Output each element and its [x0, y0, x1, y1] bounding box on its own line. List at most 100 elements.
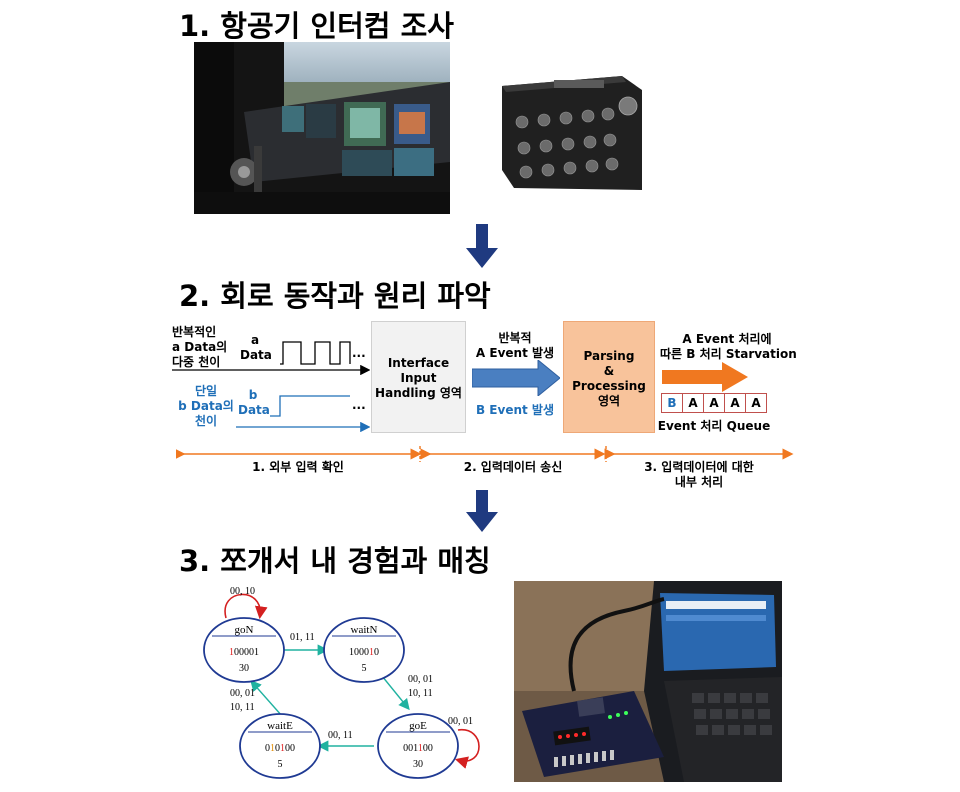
signal-b-label: b Data	[238, 388, 270, 418]
label-line: Data	[238, 403, 270, 417]
state-code-digit: 0	[275, 743, 280, 754]
queue-cell-a: A	[704, 394, 725, 412]
state-goN	[203, 617, 285, 683]
transition-label: 10, 11	[230, 702, 255, 713]
a-data-waveform	[280, 341, 351, 365]
transition-label: 00, 01	[448, 716, 473, 727]
state-code-digit: 0	[374, 647, 379, 658]
state-code-digit: 0	[354, 647, 359, 658]
state-code-digit: 1	[349, 647, 354, 658]
state-code-digit: 1	[254, 647, 259, 658]
single-b-label: 단일 b Data의 천이	[170, 384, 242, 429]
event-arrow-icon	[472, 360, 560, 396]
label-line: 따른 B 처리 Starvation	[660, 347, 797, 361]
state-value: 30	[413, 759, 423, 770]
label-line: Data	[240, 348, 272, 362]
label-line: Handling 영역	[375, 386, 462, 400]
state-code-digit: 1	[413, 743, 418, 754]
transition-waitN-goE	[381, 675, 410, 711]
state-value: 30	[239, 663, 249, 674]
label-line: 내부 처리	[674, 475, 724, 489]
state-value: 5	[362, 663, 367, 674]
label-line: Input	[400, 371, 437, 385]
signal-waveforms	[172, 341, 370, 433]
b-ellipsis: ...	[352, 398, 366, 412]
section1-title: 1. 항공기 인터컴 조사	[179, 9, 454, 43]
cockpit-photo	[194, 42, 450, 214]
state-code-digit: 0	[359, 647, 364, 658]
self-loop-goN	[224, 593, 268, 620]
queue-cell-a: A	[725, 394, 746, 412]
state-code-digit: 1	[418, 743, 423, 754]
state-code-digit: 0	[428, 743, 433, 754]
phase-timeline	[176, 446, 794, 462]
label-line: Parsing	[583, 349, 635, 363]
intercom-image	[494, 70, 644, 192]
transition-label: 10, 11	[408, 688, 433, 699]
state-code: 100001	[229, 647, 259, 658]
parsing-text: Parsing & Processing 영역	[563, 349, 655, 409]
phase1-label: 1. 외부 입력 확인	[252, 460, 344, 474]
state-waitE	[239, 713, 321, 779]
label-line: b Data의	[178, 399, 234, 413]
down-arrow-icon	[466, 490, 498, 532]
label-line: 3. 입력데이터에 대한	[644, 460, 754, 474]
state-code-digit: 0	[249, 647, 254, 658]
state-name: goN	[235, 624, 254, 636]
state-code-digit: 1	[229, 647, 234, 658]
label-line: Interface	[387, 356, 450, 370]
state-code-digit: 0	[364, 647, 369, 658]
state-code-digit: 1	[369, 647, 374, 658]
transition-label: 00, 01	[408, 674, 433, 685]
state-code-digit: 0	[234, 647, 239, 658]
down-arrow-icon	[466, 224, 498, 268]
label-line: 다중 천이	[172, 355, 221, 369]
label-line: a	[250, 333, 260, 347]
event-queue: B A A A A	[661, 393, 767, 413]
cockpit-image	[194, 42, 450, 214]
transition-label: 00, 10	[230, 586, 255, 597]
state-code-digit: 0	[290, 743, 295, 754]
state-code-digit: 0	[239, 647, 244, 658]
interface-input-box	[371, 321, 466, 433]
state-code-digit: 0	[265, 743, 270, 754]
fpga-board-photo	[514, 581, 782, 782]
state-name: goE	[409, 720, 427, 732]
state-code-digit: 1	[270, 743, 275, 754]
state-code: 010100	[265, 743, 295, 754]
transition-label: 00, 01	[230, 688, 255, 699]
state-value: 5	[278, 759, 283, 770]
state-code: 100010	[349, 647, 379, 658]
starvation-label: A Event 처리에 따른 B 처리 Starvation	[660, 332, 797, 362]
label-line: b	[248, 388, 258, 402]
state-code-digit: 0	[408, 743, 413, 754]
fpga-image	[514, 581, 782, 782]
label-line: a Data의	[172, 340, 228, 354]
queue-label: Event 처리 Queue	[657, 419, 771, 433]
transition-label: 00, 11	[328, 730, 353, 741]
label-line: Processing	[572, 379, 646, 393]
state-code: 001100	[403, 743, 433, 754]
parsing-box	[563, 321, 655, 433]
phase2-label: 2. 입력데이터 송신	[463, 460, 563, 474]
state-code-digit: 0	[423, 743, 428, 754]
state-name: waitN	[351, 624, 378, 636]
label-line: 영역	[597, 394, 621, 408]
label-line: 단일	[194, 384, 218, 398]
state-goE	[377, 713, 459, 779]
starvation-arrow-icon	[662, 362, 748, 392]
b-data-waveform	[270, 395, 350, 417]
transition-waitE-goN	[250, 679, 283, 717]
section3-title: 3. 쪼개서 내 경험과 매칭	[179, 544, 491, 578]
intercom-photo	[494, 70, 644, 192]
state-waitN	[323, 617, 405, 683]
state-code-digit: 0	[285, 743, 290, 754]
self-loop-goE	[454, 729, 480, 769]
signal-a-label: a Data	[240, 333, 272, 363]
phase3-label: 3. 입력데이터에 대한 내부 처리	[606, 460, 792, 490]
queue-cell-a: A	[751, 396, 761, 410]
transition-label: 01, 11	[290, 632, 315, 643]
label-line: A Event 처리에	[682, 332, 772, 346]
queue-cell-b: B	[662, 394, 683, 412]
